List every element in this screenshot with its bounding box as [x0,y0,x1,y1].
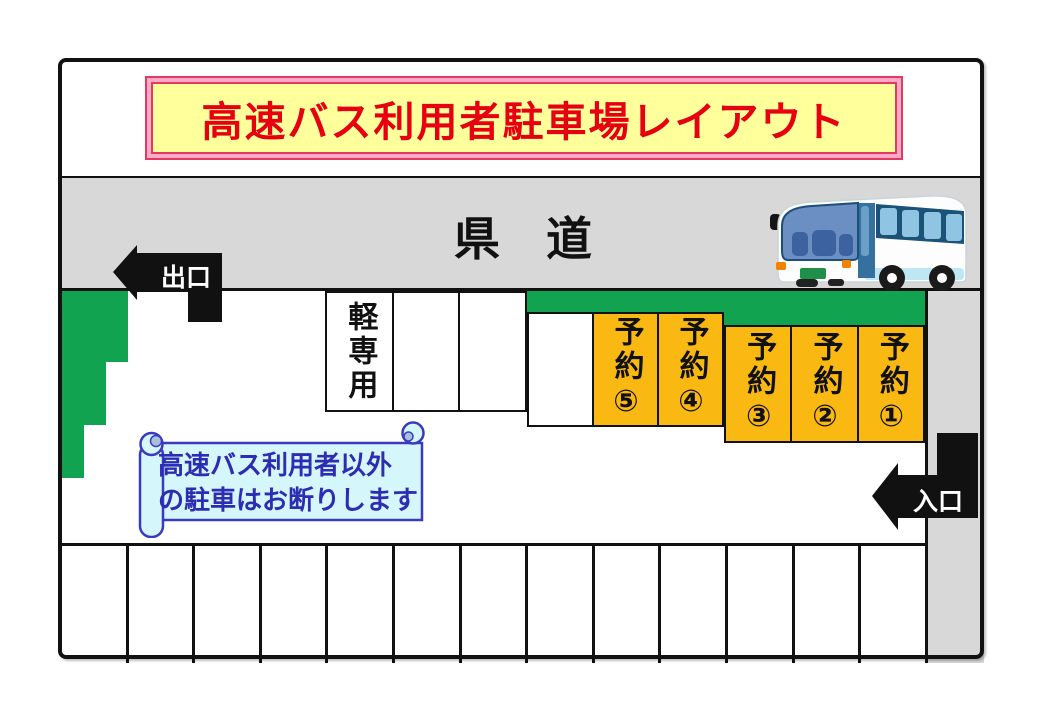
parking-stall [528,546,595,663]
reserved-stall-3-label: 予約③ [742,330,776,438]
kei-stall-group: 軽専用 [325,291,527,412]
parking-stall [461,546,529,663]
title-banner: 高速バス利用者駐車場レイアウト [145,76,903,160]
parking-stall [861,546,925,663]
notice-line-2: の駐車はお断りします [158,485,419,515]
notice-scroll [138,421,425,538]
green-stair-bottom [62,425,84,478]
green-stair-middle [62,362,106,425]
parking-stall [261,546,329,663]
entrance-arrow-icon [872,433,978,530]
parking-stall [529,314,592,425]
exit-arrow-icon [113,245,222,322]
kei-stall-label: 軽専用 [343,300,377,403]
parking-stall [195,546,262,663]
parking-stall [128,546,196,663]
parking-stall [594,546,662,663]
reserved-stall-group-b: 予約③ 予約② 予約① [724,325,925,443]
green-strip-lower [724,312,925,326]
reserved-stall-5-label: 予約⑤ [609,316,643,423]
notice-line-1: 高速バス利用者以外 [158,450,393,480]
reserved-stall-4: 予約④ [657,314,722,425]
title-banner-inner: 高速バス利用者駐車場レイアウト [151,82,897,154]
reserved-stall-2-label: 予約② [808,330,842,438]
reserved-stall-4-label: 予約④ [674,316,708,423]
parking-stall [661,546,729,663]
kei-only-stall: 軽専用 [327,293,392,410]
reserved-stall-group-a: 予約⑤ 予約④ [527,312,724,427]
parking-stall [62,546,129,663]
reserved-stall-5: 予約⑤ [592,314,657,425]
parking-stall [728,546,795,663]
parking-stall [395,546,462,663]
road-label: 県 道 [454,213,592,265]
reserved-stall-3: 予約③ [726,327,791,441]
reserved-stall-2: 予約② [790,327,857,441]
exit-label: 出口 [160,264,211,292]
parking-stall [391,293,459,410]
parking-stall [794,546,862,663]
notice-text: 高速バス利用者以外 の駐車はお断りします [158,448,420,518]
bottom-parking-row [62,543,925,663]
page-title: 高速バス利用者駐車場レイアウト [201,99,847,145]
entrance-label: 入口 [912,488,963,516]
reserved-stall-1: 予約① [856,327,923,441]
highway-bus-icon [770,195,967,291]
green-stair-top [62,291,128,362]
parking-stall [458,293,526,410]
parking-stall [328,546,396,663]
reserved-stall-1-label: 予約① [874,330,908,438]
